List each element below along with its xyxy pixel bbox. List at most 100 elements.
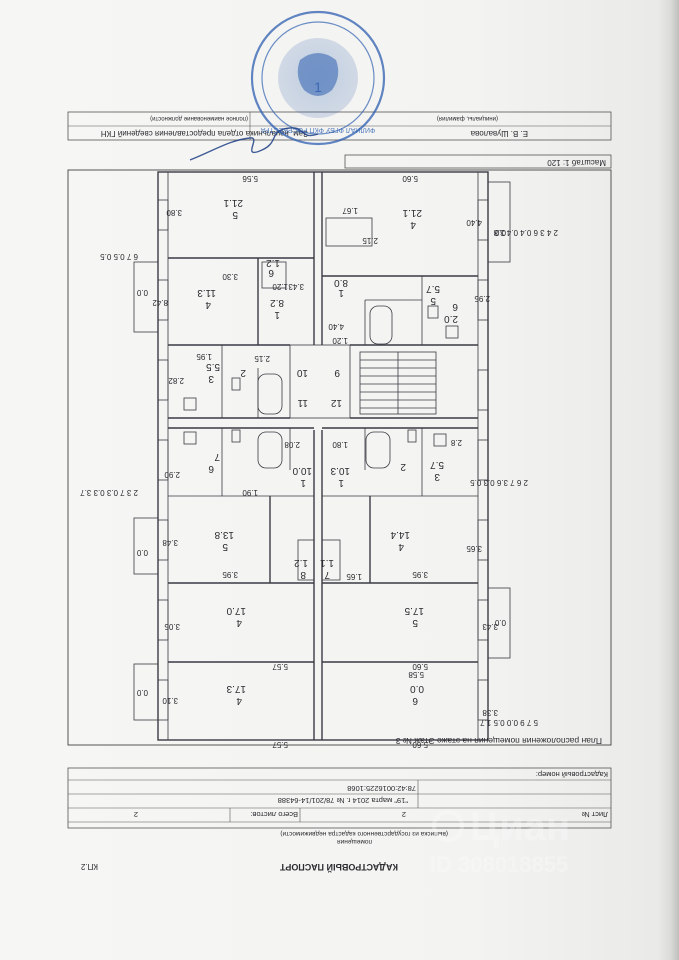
svg-text:1.2: 1.2 (294, 557, 308, 568)
cadastral-label: Кадастровый номер: (536, 770, 608, 779)
svg-text:0.0: 0.0 (494, 228, 506, 237)
svg-text:3.10: 3.10 (162, 696, 178, 705)
svg-text:10: 10 (296, 367, 308, 378)
svg-text:3.05: 3.05 (164, 622, 180, 631)
svg-text:1.90: 1.90 (242, 488, 258, 497)
svg-text:3: 3 (208, 373, 214, 384)
svg-text:17.0: 17.0 (226, 605, 246, 616)
svg-text:6: 6 (452, 301, 458, 312)
svg-text:8: 8 (300, 569, 306, 580)
svg-text:8.0: 8.0 (334, 277, 348, 288)
svg-text:13.8: 13.8 (214, 529, 234, 540)
svg-text:3.95: 3.95 (222, 570, 238, 579)
svg-text:2: 2 (400, 461, 406, 472)
extract-text: "19" марта 2014 г. № 78/201/14-64388 (278, 796, 408, 805)
signer-name: Е. В. Шувалова (470, 129, 528, 138)
svg-text:6: 6 (268, 267, 274, 278)
doc-title: КАДАСТРОВЫЙ ПАСПОРТ (279, 862, 398, 873)
svg-text:5.58: 5.58 (408, 670, 424, 679)
floor-plan (133, 171, 511, 741)
svg-text:3: 3 (434, 471, 440, 482)
svg-text:5.57: 5.57 (272, 740, 288, 749)
svg-text:2.15: 2.15 (362, 236, 378, 245)
svg-text:2: 2 (240, 367, 246, 378)
svg-text:3.80: 3.80 (166, 208, 182, 217)
plan-labels: 5 21.1 4 21.1 4 11.3 1 8.2 6 1.2 1 8.0 5… (80, 174, 602, 749)
svg-text:1.65: 1.65 (346, 572, 362, 581)
svg-text:2.0: 2.0 (444, 313, 458, 324)
svg-text:5: 5 (412, 617, 418, 628)
svg-text:1.20: 1.20 (272, 282, 288, 291)
svg-text:2.90: 2.90 (164, 470, 180, 479)
svg-text:2.08: 2.08 (284, 440, 300, 449)
svg-text:5: 5 (222, 541, 228, 552)
svg-text:4.40: 4.40 (466, 218, 482, 227)
watermark-id: ID 308018855 (430, 852, 568, 877)
footer-table (67, 767, 612, 829)
svg-text:2.95: 2.95 (474, 294, 490, 303)
svg-text:0.0: 0.0 (136, 548, 148, 557)
svg-text:5: 5 (232, 209, 238, 220)
svg-text:12: 12 (330, 397, 342, 408)
svg-text:5.60: 5.60 (412, 740, 428, 749)
svg-text:2.8: 2.8 (450, 438, 462, 447)
room-number: 5 (232, 209, 238, 220)
svg-text:2 6 7 3.6 0.3 0.5: 2 6 7 3.6 0.3 0.5 (470, 478, 528, 487)
svg-text:2 3 7 0.3 0.3 3.7: 2 3 7 0.3 0.3 3.7 (80, 488, 138, 497)
svg-text:10.3: 10.3 (330, 465, 350, 476)
svg-text:11.3: 11.3 (197, 287, 216, 298)
svg-text:7: 7 (324, 569, 330, 580)
watermark-brand: Циан (470, 805, 570, 849)
svg-text:5.5: 5.5 (206, 361, 220, 372)
official-stamp: 1 ФИЛИАЛ ФГБУ ФКП РОСРЕЕСТРА (250, 10, 386, 146)
svg-text:5: 5 (430, 295, 436, 306)
sheet-label: Лист № (582, 810, 608, 819)
svg-text:0.0: 0.0 (136, 688, 148, 697)
room-area: 21.1 (223, 197, 243, 208)
svg-text:9: 9 (334, 367, 340, 378)
stamp-text: ФИЛИАЛ ФГБУ ФКП РОСРЕЕСТРА (260, 126, 375, 133)
svg-text:6: 6 (412, 695, 418, 706)
svg-text:5 7 9 0.0 0.5 1.7: 5 7 9 0.0 0.5 1.7 (480, 718, 538, 727)
svg-text:5.56: 5.56 (242, 174, 258, 183)
cian-watermark: Циан ID 308018855 (430, 805, 570, 877)
page-fold-shadow (657, 0, 679, 960)
doc-subtitle: помещения (337, 838, 372, 845)
svg-text:4: 4 (205, 299, 211, 310)
svg-text:10.0: 10.0 (292, 465, 312, 476)
svg-text:17.3: 17.3 (226, 683, 246, 694)
svg-text:2.15: 2.15 (254, 354, 270, 363)
position-caption: (полное наименование должности) (150, 115, 248, 121)
svg-text:1: 1 (338, 287, 344, 298)
svg-text:3.43: 3.43 (482, 622, 498, 631)
total-label: Всего листов: (250, 810, 298, 819)
signer-caption: (инициалы, фамилия) (437, 115, 498, 121)
cadastral-value: 78:42:0016225:1068 (347, 784, 416, 793)
svg-text:4: 4 (410, 219, 416, 230)
svg-text:3.95: 3.95 (412, 570, 428, 579)
svg-text:8.42: 8.42 (152, 298, 168, 307)
svg-text:5.57: 5.57 (272, 662, 288, 671)
svg-text:1.1: 1.1 (320, 557, 334, 568)
svg-text:17.5: 17.5 (404, 605, 424, 616)
position-text: Зам. начальника отдела предоставления св… (101, 129, 308, 138)
svg-text:2 4 3 6 0.4 0.4 3.8: 2 4 3 6 0.4 0.4 3.8 (493, 228, 558, 237)
svg-text:5.60: 5.60 (412, 662, 428, 671)
svg-text:4.40: 4.40 (328, 322, 344, 331)
svg-text:4: 4 (236, 695, 242, 706)
balcony-area: 0.0 (136, 288, 148, 297)
plan-title: План расположения помещения на этаже Эта… (395, 736, 602, 746)
svg-text:21.1: 21.1 (402, 207, 422, 218)
balcony-stack: 6 7 0.5 0.5 (100, 252, 138, 261)
svg-text:1: 1 (300, 477, 306, 488)
svg-text:4: 4 (236, 617, 242, 628)
svg-text:14.4: 14.4 (390, 529, 410, 540)
plan-frame (67, 169, 612, 746)
doc-caption: (выписка из государственного кадастра не… (280, 830, 448, 837)
svg-text:1.95: 1.95 (196, 352, 212, 361)
svg-text:1: 1 (274, 309, 280, 320)
signature (189, 127, 319, 161)
total-value: 2 (134, 810, 138, 819)
